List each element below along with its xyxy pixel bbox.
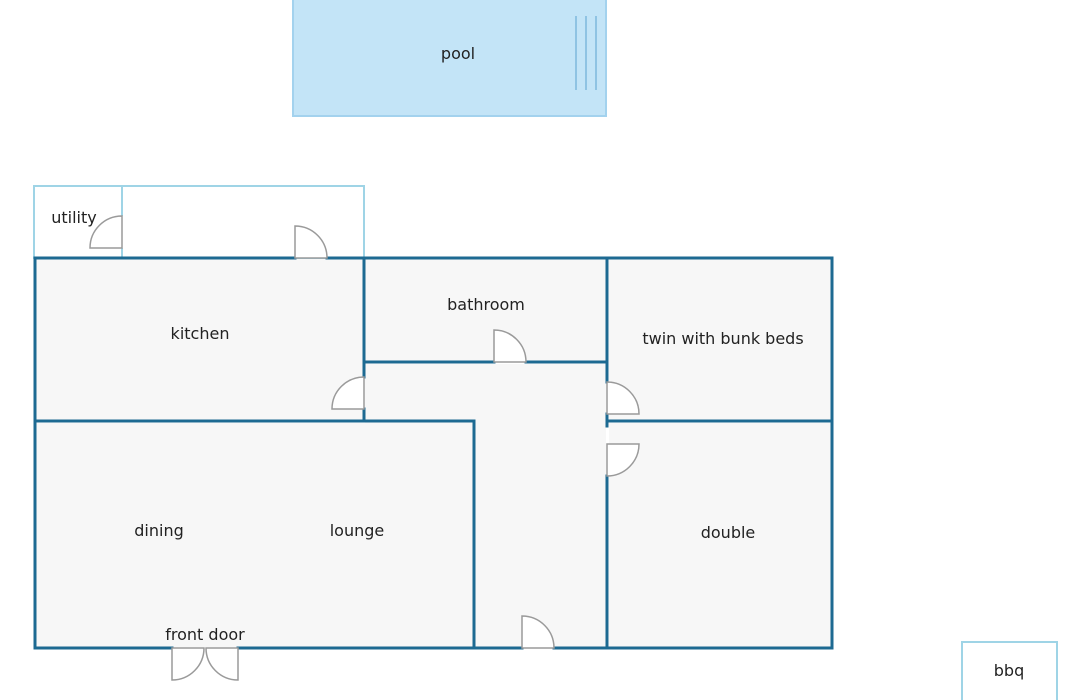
kitchen-side-door [331, 376, 365, 410]
twin-room-floor [609, 259, 831, 420]
front-door-left-leaf [171, 647, 205, 681]
kitchen-label: kitchen [171, 324, 230, 343]
dining-label: dining [134, 521, 183, 540]
pool-area [292, 0, 607, 117]
kitchen-floor [36, 259, 363, 420]
bbq: bbq [961, 641, 1058, 700]
front-door-label: front door [165, 625, 245, 644]
twin-room-door [606, 381, 640, 415]
walls [33, 256, 834, 650]
hallway-floor [365, 364, 606, 647]
double-room-label: double [701, 523, 756, 542]
front-door-right-leaf [205, 647, 239, 681]
bathroom-label: bathroom [447, 295, 525, 314]
bbq-label: bbq [994, 661, 1024, 680]
utility-label: utility [51, 208, 97, 227]
bathroom-floor [365, 259, 606, 362]
kitchen-back-door [294, 225, 328, 259]
room-floors [36, 259, 831, 647]
room-labels: kitchen bathroom twin with bunk beds din… [134, 295, 803, 644]
bbq-area [961, 641, 1058, 700]
doors [89, 215, 640, 681]
utility-door [89, 215, 123, 249]
double-room-floor [609, 423, 831, 647]
twin-room-label: twin with bunk beds [642, 329, 803, 348]
lounge-label: lounge [330, 521, 385, 540]
pool: pool [292, 0, 607, 117]
bathroom-door [493, 329, 527, 363]
double-room-door [606, 443, 640, 477]
pool-label: pool [441, 44, 475, 63]
hallway-door [521, 615, 555, 649]
